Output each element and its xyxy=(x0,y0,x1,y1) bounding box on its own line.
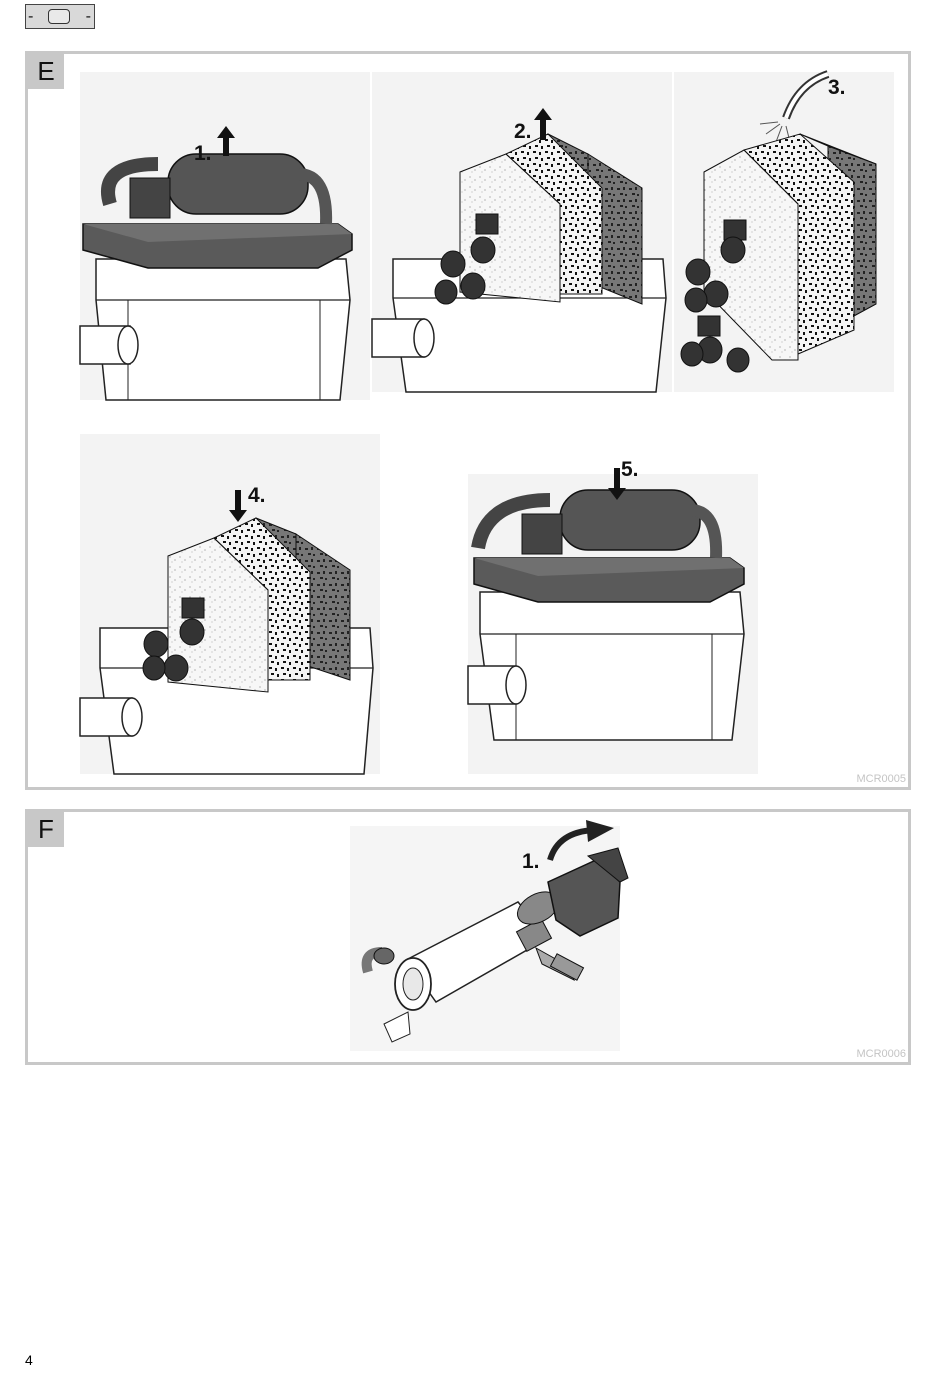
panel-f-illustration: 1. xyxy=(28,812,908,1062)
dash-right: - xyxy=(86,7,91,25)
step-label-4: 4. xyxy=(248,484,266,507)
step-label-3: 3. xyxy=(828,76,846,99)
step-label-5: 5. xyxy=(621,458,639,481)
filter-lid-close-illustration xyxy=(468,468,758,774)
filter-lid-open-illustration xyxy=(80,72,370,400)
page-number: 4 xyxy=(25,1352,33,1368)
uv-clarifier-illustration xyxy=(350,820,628,1051)
monitor-icon xyxy=(48,9,70,24)
step-label-2: 2. xyxy=(514,120,532,143)
foam-insert-illustration xyxy=(80,434,380,774)
panel-e: E MCR0005 xyxy=(25,51,911,790)
step-label-f1: 1. xyxy=(522,850,540,873)
step-label-1: 1. xyxy=(194,142,212,165)
dash-left: - xyxy=(28,7,33,25)
panel-e-illustration: 1. 2. xyxy=(28,54,908,787)
foam-rinse-illustration xyxy=(674,72,894,392)
panel-f: F MCR0006 1. xyxy=(25,809,911,1065)
language-indicator: - - xyxy=(25,4,95,29)
